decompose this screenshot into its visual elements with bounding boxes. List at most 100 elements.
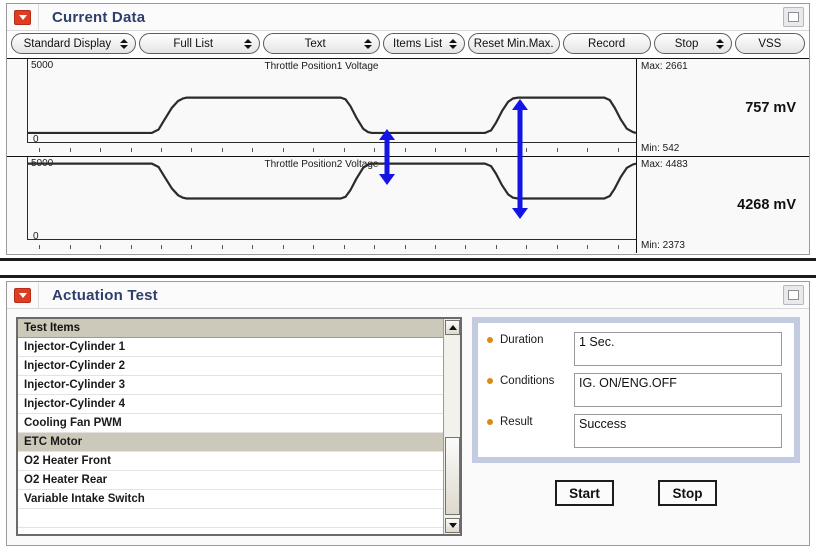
items-list-dropdown[interactable]: Items List (382, 33, 465, 54)
bullet-icon (487, 419, 493, 425)
marker-arrow-small-down[interactable] (379, 159, 395, 185)
actuation-test-titlebar: Actuation Test (7, 282, 809, 309)
full-list-label: Full List (173, 37, 214, 50)
test-fields-group: Duration 1 Sec. Conditions IG. ON/ENG.OF… (472, 317, 800, 463)
standard-display-dropdown[interactable]: Standard Display (11, 33, 136, 54)
stop-button[interactable]: Stop (658, 480, 717, 506)
vss-button[interactable]: VSS (734, 33, 805, 54)
field-result: Result Success (487, 414, 782, 448)
duration-label: Duration (500, 334, 544, 346)
list-item[interactable]: Injector-Cylinder 2 (18, 357, 443, 376)
list-item[interactable]: Injector-Cylinder 4 (18, 395, 443, 414)
graph-panel-throttle-position-2[interactable]: 5000 0 Throttle Position2 Voltage (7, 156, 809, 253)
graph-plot-1[interactable]: 5000 0 Throttle Position1 Voltage (7, 59, 637, 156)
actuation-test-buttons: Start Stop (472, 480, 800, 506)
y-axis-1 (27, 59, 28, 143)
waveform-2 (27, 157, 636, 240)
graph-stats-1: Max: 2661 Min: 542 757 mV (637, 59, 809, 156)
arrow-shaft (384, 138, 390, 179)
list-scrollbar[interactable] (443, 319, 460, 534)
min-label-2: Min: 2373 (641, 240, 685, 251)
maximize-icon[interactable] (783, 285, 804, 305)
actuation-test-body: Test Items Injector-Cylinder 1 Injector-… (7, 309, 809, 545)
test-items-listbox[interactable]: Test Items Injector-Cylinder 1 Injector-… (16, 317, 462, 536)
arrow-shaft (517, 159, 523, 210)
y-max-label-1: 5000 (31, 60, 54, 71)
marker-arrow-large-down[interactable] (512, 159, 528, 219)
spinner-icon (244, 37, 253, 50)
arrow-head-icon (379, 174, 395, 185)
current-data-toolbar: Standard Display Full List Text Items Li… (7, 31, 809, 58)
vss-label: VSS (758, 37, 782, 50)
duration-value[interactable]: 1 Sec. (574, 332, 782, 366)
list-item[interactable]: O2 Heater Rear (18, 471, 443, 490)
scrollbar-thumb[interactable] (445, 437, 460, 515)
marker-arrow-small-up[interactable] (379, 129, 395, 179)
list-item-empty (18, 509, 443, 528)
spinner-icon (716, 37, 725, 50)
items-list-label: Items List (393, 37, 443, 50)
text-dropdown[interactable]: Text (262, 33, 380, 54)
current-data-window: Current Data Standard Display Full List … (6, 3, 810, 255)
result-label: Result (500, 416, 533, 428)
list-item[interactable]: O2 Heater Front (18, 452, 443, 471)
waveform-path-1 (27, 98, 636, 133)
graph-panel-throttle-position-1[interactable]: 5000 0 Throttle Position1 Voltage (7, 59, 809, 156)
x-ticks-2 (27, 240, 636, 249)
current-data-titlebar: Current Data (7, 4, 809, 31)
titlebar-divider (38, 4, 39, 30)
record-button[interactable]: Record (562, 33, 651, 54)
spinner-icon (364, 37, 373, 50)
scroll-up-icon[interactable] (445, 320, 460, 335)
separator-line-top (0, 258, 816, 261)
result-value[interactable]: Success (574, 414, 782, 448)
x-axis-2 (27, 239, 636, 240)
spinner-icon (449, 37, 458, 50)
graph-stats-2: Max: 4483 Min: 2373 4268 mV (637, 157, 809, 253)
conditions-value[interactable]: IG. ON/ENG.OFF (574, 373, 782, 407)
reset-min-max-button[interactable]: Reset Min.Max. (467, 33, 560, 54)
waveform-1 (27, 59, 636, 143)
red-dropdown-icon[interactable] (14, 9, 31, 25)
red-dropdown-icon[interactable] (14, 287, 31, 303)
scroll-down-icon[interactable] (445, 518, 460, 533)
test-items-header: Test Items (18, 319, 443, 338)
graph-plot-2[interactable]: 5000 0 Throttle Position2 Voltage (7, 157, 637, 253)
list-item-selected[interactable]: ETC Motor (18, 433, 443, 452)
maximize-icon[interactable] (783, 7, 804, 27)
separator-line-bottom (0, 275, 816, 278)
arrow-shaft (384, 159, 390, 176)
y-axis-2 (27, 157, 28, 240)
list-item[interactable]: Injector-Cylinder 1 (18, 338, 443, 357)
y-min-label-1: 0 (33, 134, 39, 145)
full-list-dropdown[interactable]: Full List (138, 33, 260, 54)
bullet-icon (487, 378, 493, 384)
list-item[interactable]: Variable Intake Switch (18, 490, 443, 509)
max-label-1: Max: 2661 (641, 61, 688, 72)
actuation-test-window: Actuation Test Test Items Injector-Cylin… (6, 281, 810, 546)
conditions-label: Conditions (500, 375, 555, 387)
x-ticks-1 (27, 143, 636, 152)
arrow-head-icon (379, 129, 395, 140)
stop-dropdown[interactable]: Stop (653, 33, 732, 54)
list-item[interactable]: Cooling Fan PWM (18, 414, 443, 433)
panel-separator (0, 258, 816, 280)
start-button[interactable]: Start (555, 480, 614, 506)
spinner-icon (120, 37, 129, 50)
max-label-2: Max: 4483 (641, 159, 688, 170)
actuation-test-detail: Duration 1 Sec. Conditions IG. ON/ENG.OF… (472, 317, 800, 536)
arrow-shaft (517, 108, 523, 179)
marker-arrow-large-up[interactable] (512, 99, 528, 179)
test-items-list[interactable]: Test Items Injector-Cylinder 1 Injector-… (18, 319, 443, 534)
text-label: Text (304, 37, 326, 50)
min-label-1: Min: 542 (641, 143, 680, 154)
record-label: Record (588, 37, 626, 50)
arrow-head-icon (512, 208, 528, 219)
reset-min-max-label: Reset Min.Max. (473, 37, 554, 50)
list-item[interactable]: Injector-Cylinder 3 (18, 376, 443, 395)
graph-area: 5000 0 Throttle Position1 Voltage (7, 58, 809, 254)
current-value-2: 4268 mV (737, 197, 796, 213)
actuation-test-title: Actuation Test (52, 286, 158, 304)
y-min-label-2: 0 (33, 231, 39, 242)
